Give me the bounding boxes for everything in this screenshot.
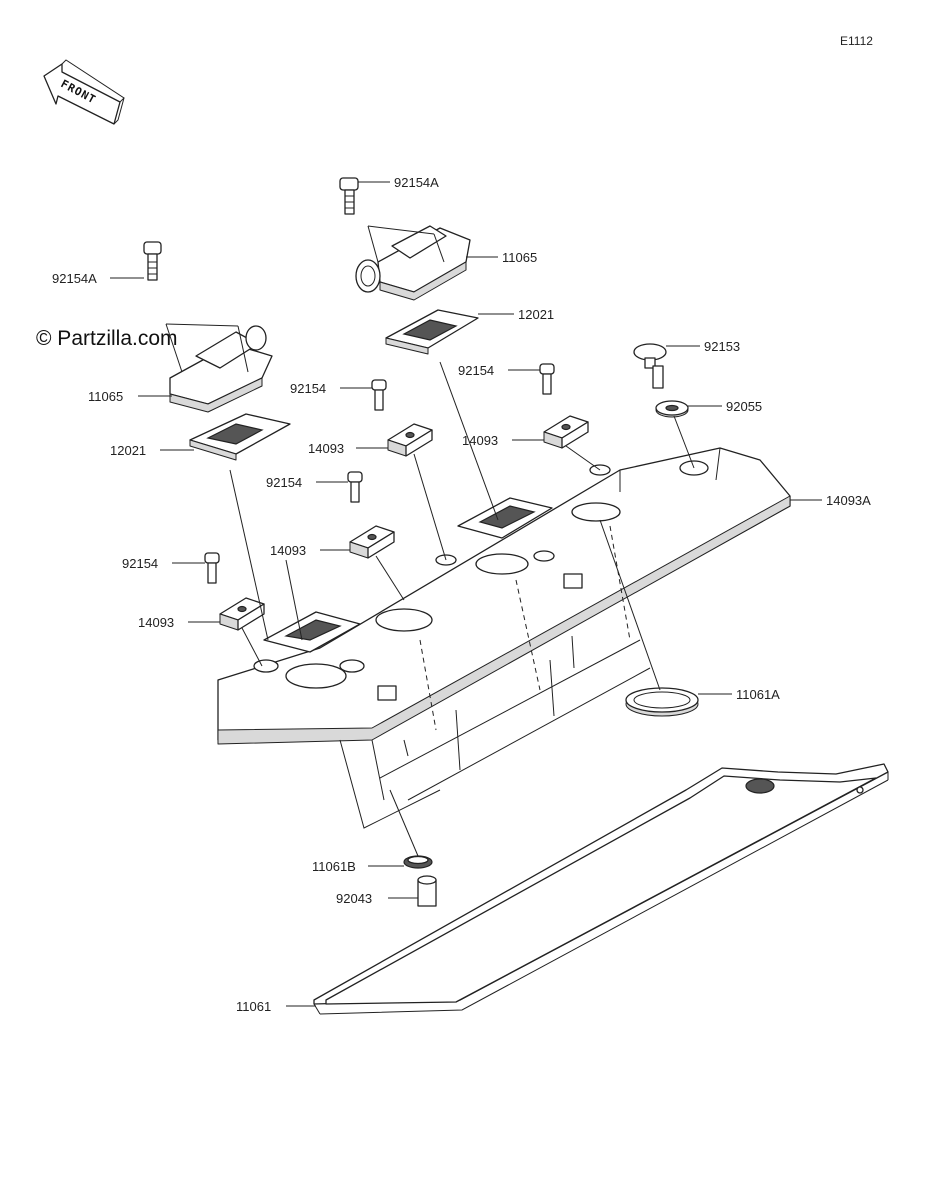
callout-rubber-d: 14093: [138, 615, 174, 630]
rubber-d-icon: [219, 597, 265, 631]
callout-cover-gasket: 11061: [236, 999, 271, 1014]
rubber-a-icon: [387, 423, 433, 457]
callout-bolt-b: 92154: [458, 363, 494, 378]
callouts: 92154A 11065 12021 92154A 11065 12021 92…: [52, 175, 871, 1014]
callout-bolt-top-center: 92154A: [394, 175, 439, 190]
callout-collar: 92043: [336, 891, 372, 906]
collar-icon: [417, 875, 437, 907]
callout-oring-large: 11061A: [736, 687, 780, 702]
plate-left-icon: [189, 413, 291, 461]
plate-center-icon: [385, 309, 479, 355]
bolt-left-icon: [143, 241, 162, 281]
cover-gasket-icon: [313, 763, 889, 1015]
bolt-special-icon: [633, 343, 667, 389]
cylinder-head-cover-icon: [217, 447, 791, 745]
rubber-c-icon: [349, 525, 395, 559]
callout-rubber-b: 14093: [462, 433, 498, 448]
callout-oring-small: 11061B: [312, 859, 356, 874]
callout-bolt-d: 92154: [122, 556, 158, 571]
bolt-top-center-icon: [339, 177, 359, 215]
guide-lines: [165, 225, 695, 857]
callout-bolt-a: 92154: [290, 381, 326, 396]
callout-cylinder-head-cover: 14093A: [826, 493, 871, 508]
washer-icon: [655, 400, 689, 418]
callout-bolt-left: 92154A: [52, 271, 97, 286]
oring-large-icon: [625, 687, 699, 717]
rubber-b-icon: [543, 415, 589, 449]
diagram-code: E1112: [840, 34, 873, 48]
callout-breather-cover-left: 11065: [88, 389, 123, 404]
callout-plate-center: 12021: [518, 307, 554, 322]
bolt-b-icon: [539, 363, 555, 395]
oring-small-icon: [403, 855, 433, 869]
callout-rubber-a: 14093: [308, 441, 344, 456]
callout-rubber-c: 14093: [270, 543, 306, 558]
bolt-d-icon: [204, 552, 220, 584]
breather-cover-left-icon: [169, 325, 273, 413]
callout-bolt-special: 92153: [704, 339, 740, 354]
front-arrow-icon: FRONT: [43, 59, 125, 125]
callout-plate-left: 12021: [110, 443, 146, 458]
breather-cover-center-icon: [355, 225, 471, 301]
callout-washer: 92055: [726, 399, 762, 414]
bolt-c-icon: [347, 471, 363, 503]
bolt-a-icon: [371, 379, 387, 411]
callout-breather-cover-center: 11065: [502, 250, 537, 265]
callout-bolt-c: 92154: [266, 475, 302, 490]
watermark: © Partzilla.com: [36, 327, 178, 350]
